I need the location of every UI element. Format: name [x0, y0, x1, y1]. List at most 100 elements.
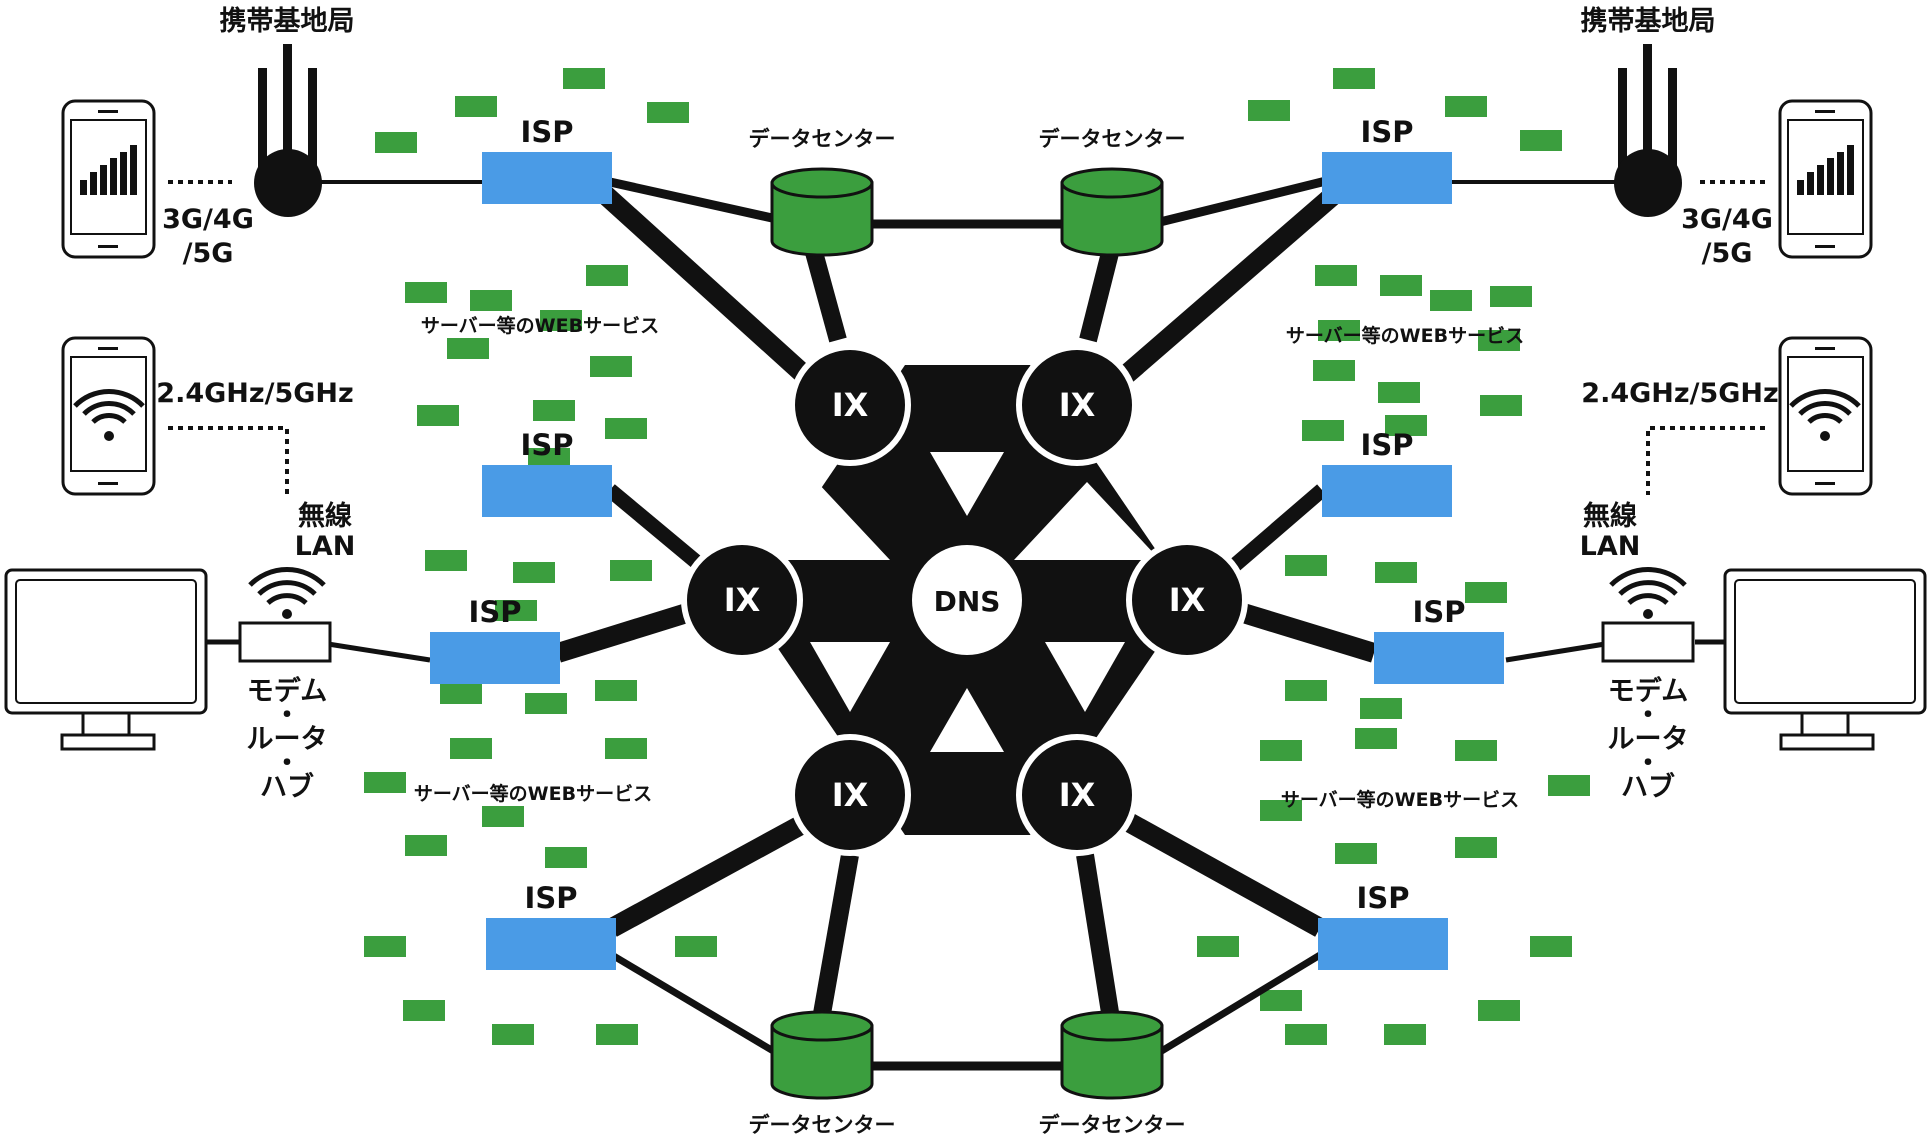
- link-ix-datacenter: [1076, 853, 1121, 1027]
- mobile-network-label: /5G: [1702, 238, 1753, 269]
- server-block: [1480, 395, 1522, 416]
- web-services-label: サーバー等のWEBサービス: [1286, 324, 1524, 347]
- database-icon: [770, 1024, 874, 1100]
- server-block: [595, 680, 637, 701]
- web-service-labels: サーバー等のWEBサービス サーバー等のWEBサービス サーバー等のWEBサービ…: [414, 314, 1524, 811]
- wifi-band-label: 2.4GHz/5GHz: [156, 378, 353, 409]
- wifi-icon: [73, 388, 145, 441]
- database-top: [770, 1010, 874, 1042]
- smartphone-icon: [61, 99, 156, 259]
- datacenter-label: データセンター: [749, 1113, 896, 1137]
- wifi-icon: [1609, 567, 1687, 619]
- server-block: [1385, 415, 1427, 436]
- server-block: [1455, 837, 1497, 858]
- datacenter-node: データセンター: [1039, 1010, 1186, 1137]
- wireless-lan-label: 無線: [298, 500, 352, 532]
- isp-label: ISP: [1413, 595, 1466, 629]
- link-isp-ix: [593, 182, 817, 388]
- datacenter-node: データセンター: [749, 127, 896, 257]
- dns-node: DNS: [912, 545, 1022, 655]
- wifi-icon: [248, 567, 326, 619]
- modem-label: モデム: [1608, 675, 1688, 707]
- server-block: [440, 683, 482, 704]
- server-block: [1465, 582, 1507, 603]
- server-block: [563, 68, 605, 89]
- link-isp-ix: [555, 602, 693, 663]
- ix-node: IX: [789, 734, 911, 856]
- server-block: [586, 265, 628, 286]
- server-block: [495, 600, 537, 621]
- server-block: [482, 806, 524, 827]
- server-block: [1380, 275, 1422, 296]
- link-modem-isp: [1505, 641, 1606, 663]
- ix-circle: [789, 344, 911, 466]
- link-isp-ix: [607, 811, 815, 937]
- server-block: [596, 1024, 638, 1045]
- server-block: [1260, 740, 1302, 761]
- server-block: [1285, 680, 1327, 701]
- link-isp-datacenter: [1158, 175, 1332, 227]
- triangle-mark: [810, 642, 890, 712]
- modem-box: [1601, 621, 1695, 663]
- server-block: [1520, 130, 1562, 151]
- mobile-network-label: 3G/4G: [162, 204, 254, 235]
- base-station-label: 携帯基地局: [220, 5, 355, 37]
- link-phone-wifi: [168, 426, 289, 495]
- server-block: [1384, 1024, 1426, 1045]
- server-block: [1260, 800, 1302, 821]
- isp-label: ISP: [521, 428, 574, 462]
- server-block: [528, 448, 570, 469]
- server-block: [1378, 382, 1420, 403]
- server-block: [513, 562, 555, 583]
- link-datacenter-ix: [803, 242, 847, 343]
- ix-circle: [1016, 344, 1138, 466]
- isp-label: ISP: [521, 115, 574, 149]
- ix-circle: [681, 539, 803, 661]
- modem-box: [238, 621, 332, 663]
- server-block: [470, 290, 512, 311]
- wifi-band-label: 2.4GHz/5GHz: [1581, 378, 1778, 409]
- server-block: [417, 405, 459, 426]
- ix-label: IX: [1059, 386, 1096, 424]
- web-services-label: サーバー等のWEBサービス: [421, 314, 659, 337]
- link-isp-ix: [1120, 811, 1325, 937]
- wireless-lan-label: LAN: [1580, 531, 1641, 562]
- database-top: [1060, 167, 1164, 199]
- isp-node: ISP: [1322, 428, 1452, 517]
- datacenter-label: データセンター: [1039, 1113, 1186, 1137]
- isp-node: ISP: [482, 428, 612, 517]
- ix-circle: [1016, 734, 1138, 856]
- link-isp-datacenter: [609, 177, 791, 227]
- isp-node: ISP: [486, 881, 616, 970]
- isp-box: [1322, 152, 1452, 204]
- server-block: [364, 936, 406, 957]
- link-phone-wifi: [1646, 426, 1765, 495]
- smartphone-icon: [1778, 99, 1873, 259]
- connections: [200, 175, 1735, 1071]
- right-devices: 携帯基地局 3G/4G /5G: [1580, 5, 1927, 803]
- isp-box: [1322, 465, 1452, 517]
- ix-node: IX: [789, 344, 911, 466]
- server-block: [492, 1024, 534, 1045]
- datacenter-label: データセンター: [1039, 127, 1186, 151]
- server-block: [455, 96, 497, 117]
- wireless-lan-label: LAN: [295, 531, 356, 562]
- triangle-mark: [1014, 482, 1160, 560]
- server-block: [1490, 286, 1532, 307]
- server-block: [1248, 100, 1290, 121]
- server-block: [1430, 290, 1472, 311]
- dns-circle: [912, 545, 1022, 655]
- link-datacenter-ix: [1079, 242, 1121, 343]
- cell-tower-icon: [1614, 44, 1682, 217]
- server-block: [1355, 728, 1397, 749]
- ix-node: IX: [1126, 539, 1248, 661]
- database-icon: [770, 181, 874, 257]
- server-block: [533, 400, 575, 421]
- server-block: [1445, 96, 1487, 117]
- ix-circle: [789, 734, 911, 856]
- server-block: [605, 738, 647, 759]
- server-block: [375, 132, 417, 153]
- isp-box: [430, 632, 560, 684]
